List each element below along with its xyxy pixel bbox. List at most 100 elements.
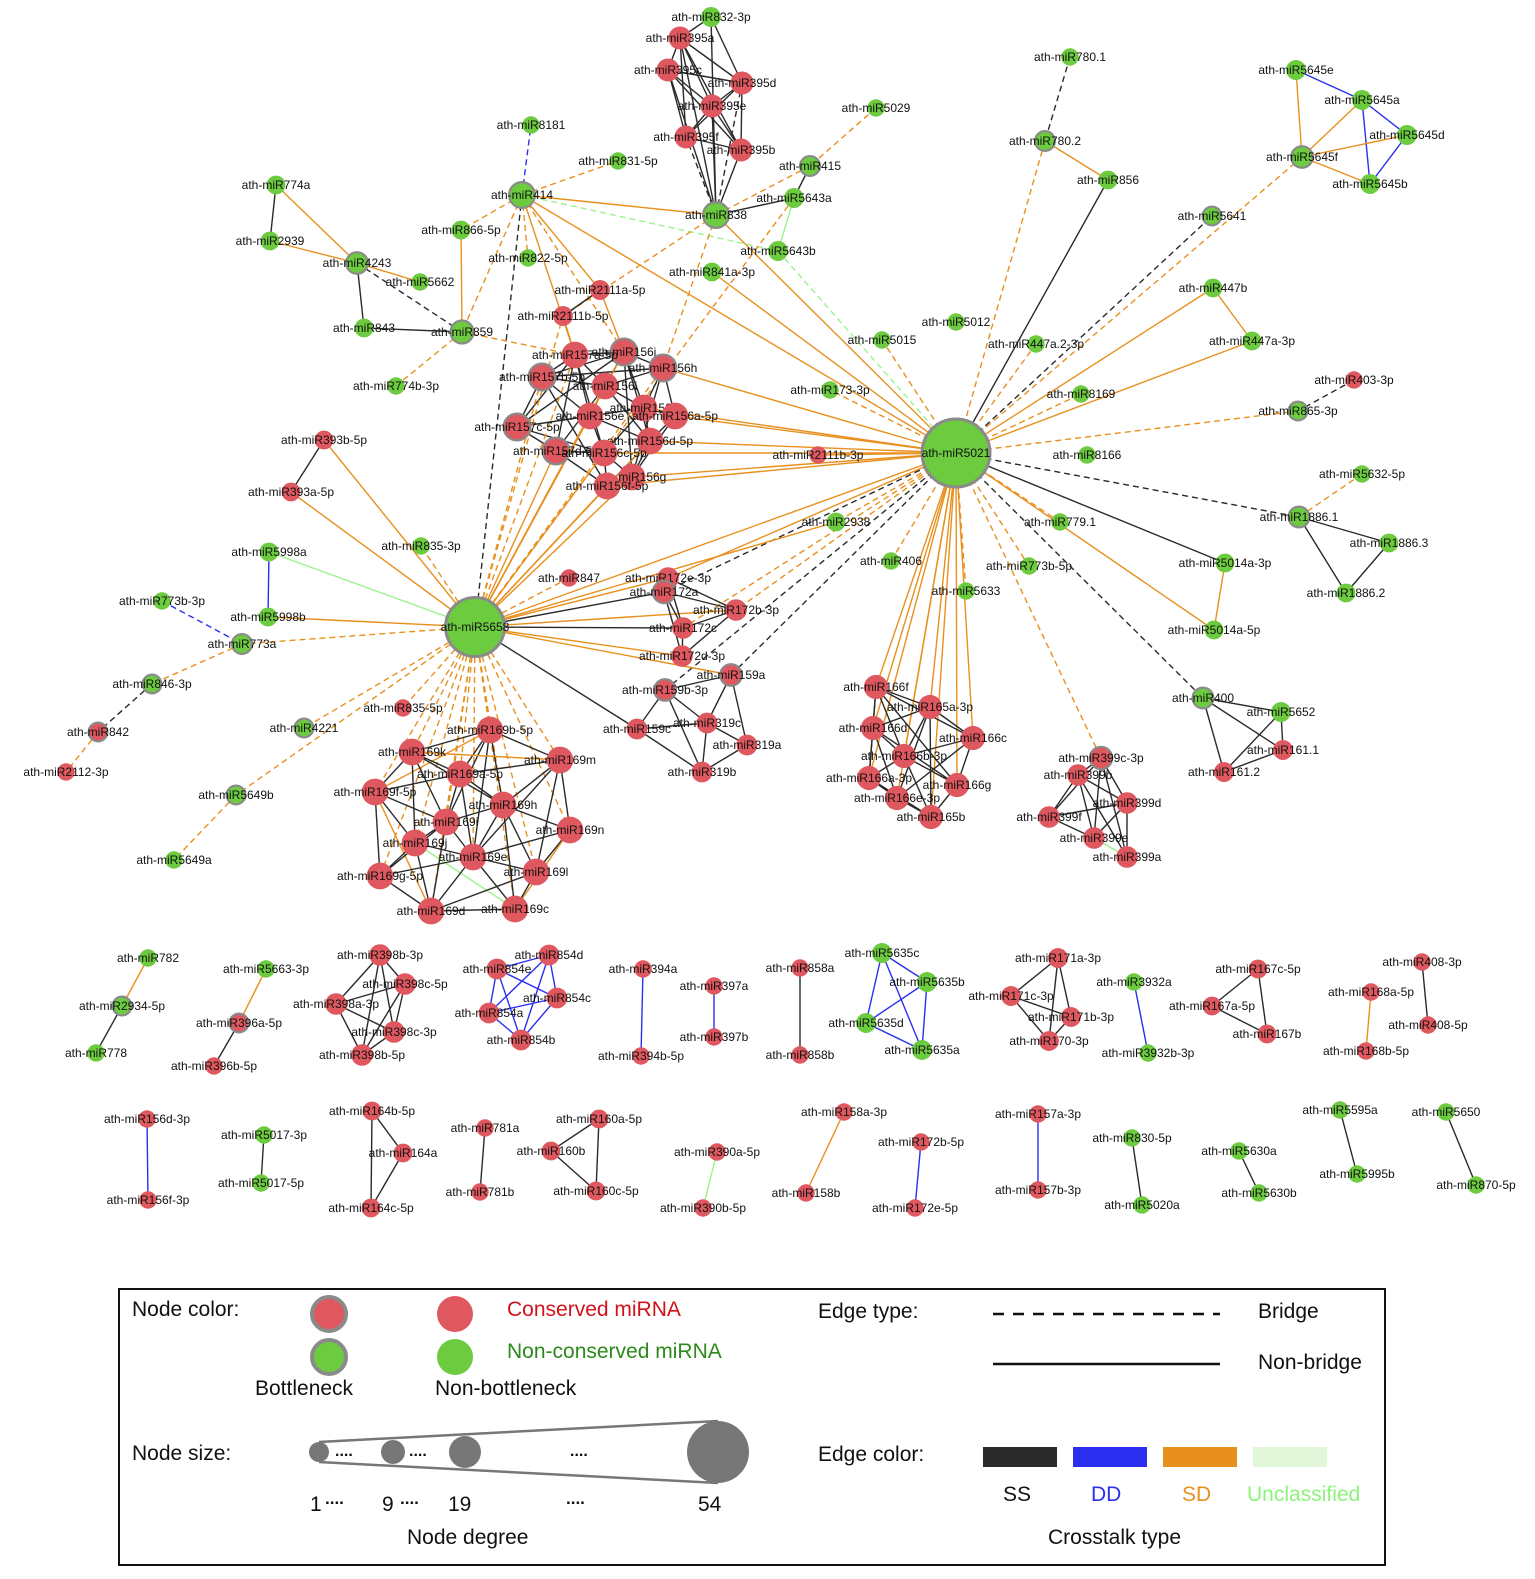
network-node: ath-miR5029 — [842, 99, 911, 117]
node-circle — [702, 262, 722, 282]
node-circle — [1348, 1165, 1366, 1183]
network-node: ath-miR157c-5p — [474, 412, 560, 442]
network-node: ath-miR395f — [653, 125, 719, 149]
node-circle — [393, 1143, 413, 1163]
node-label: ath-miR1886.2 — [1307, 586, 1386, 600]
network-node: ath-miR172e-5p — [872, 1199, 958, 1217]
network-node: ath-miR169d — [397, 897, 465, 925]
node-label: ath-miR774a — [242, 178, 311, 192]
network-edge — [667, 69, 687, 138]
network-edge — [606, 452, 957, 487]
network-node: ath-miR169m — [524, 746, 596, 774]
network-node: ath-miR4221 — [270, 717, 339, 739]
node-circle — [111, 995, 133, 1017]
node-circle — [589, 1109, 609, 1129]
node-circle — [259, 542, 279, 562]
network-node: ath-miR3932a — [1096, 973, 1172, 991]
node-label: ath-miR172b-3p — [693, 603, 779, 617]
dd-swatch — [1073, 1447, 1147, 1467]
node-label: ath-miR398b-5p — [319, 1048, 405, 1062]
network-node: ath-miR2934-5p — [79, 995, 165, 1017]
network-node: ath-miR822-5p — [488, 249, 568, 267]
network-node: ath-miR166a-3p — [826, 765, 912, 791]
network-node: ath-miR172b-3p — [693, 599, 779, 621]
node-label: ath-miR5641 — [1178, 209, 1247, 223]
network-edge — [474, 591, 665, 628]
node-circle — [1191, 686, 1215, 710]
node-circle — [1352, 90, 1372, 110]
network-edge — [730, 674, 748, 746]
network-edge — [649, 440, 957, 454]
size-scale-lower-line — [318, 1460, 719, 1485]
network-node: ath-miR865-3p — [1258, 400, 1338, 422]
network-node: ath-miR1886.1 — [1260, 505, 1339, 529]
node-label: ath-miR854b — [487, 1033, 556, 1047]
network-node: ath-miR396a-5p — [196, 1012, 282, 1034]
node-label: ath-miR157d-5p — [513, 444, 599, 458]
network-edge — [1297, 379, 1355, 412]
node-label: ath-miR160c-5p — [553, 1184, 639, 1198]
node-circle — [451, 220, 471, 240]
node-circle — [502, 412, 532, 442]
network-node: ath-miR173-3p — [790, 381, 870, 399]
node-label: ath-miR2111a-5p — [555, 283, 646, 297]
network-edge — [631, 452, 957, 478]
network-edge — [1445, 1111, 1477, 1186]
network-node: ath-miR408-5p — [1388, 1016, 1468, 1034]
network-edge — [335, 983, 406, 1005]
node-circle — [489, 791, 517, 819]
node-circle — [1248, 959, 1268, 979]
network-edge — [1421, 961, 1429, 1026]
network-edge — [520, 954, 550, 1041]
node-label: ath-miR5017-5p — [218, 1176, 304, 1190]
network-node: ath-miR169j — [383, 829, 447, 857]
network-node: ath-miR403-3p — [1314, 371, 1394, 389]
node-circle — [546, 987, 568, 1009]
network-edge — [1133, 981, 1149, 1054]
network-edge — [269, 240, 358, 264]
node-label: ath-miR172d-3p — [639, 649, 725, 663]
node-label: ath-miR172e-3p — [625, 571, 711, 585]
network-edge — [474, 577, 669, 628]
network-node: ath-miR157a-5p — [532, 341, 618, 369]
node-label: ath-miR5029 — [842, 101, 911, 115]
non-conserved-label: Non-conserved miRNA — [507, 1340, 722, 1363]
node-label: ath-miR156d-3p — [104, 1112, 190, 1126]
node-circle — [1419, 1016, 1437, 1034]
network-node: ath-miR157b-3p — [995, 1181, 1081, 1199]
network-node: ath-miR399a — [1093, 846, 1162, 868]
network-edge — [955, 215, 1213, 454]
size-tick-19: 19 — [448, 1493, 472, 1516]
network-edge — [1010, 957, 1059, 997]
node-label: ath-miR399b — [1044, 768, 1113, 782]
network-edge — [1295, 69, 1363, 101]
node-circle — [1204, 620, 1224, 640]
network-edge — [474, 367, 664, 628]
network-node: ath-miR5633 — [932, 582, 1001, 600]
node-label: ath-miR841a-3p — [669, 265, 755, 279]
node-label: ath-miR5649b — [198, 788, 274, 802]
network-edge — [1339, 1109, 1358, 1175]
network-edge — [488, 997, 558, 1014]
node-circle — [230, 632, 254, 656]
network-node: ath-miR447a-3p — [1209, 331, 1295, 351]
network-node: ath-miR835-3p — [381, 537, 461, 555]
network-edge — [474, 476, 633, 628]
node-circle — [314, 430, 334, 450]
node-label: ath-miR395d — [708, 76, 777, 90]
network-node: ath-miR169a-5p — [417, 760, 503, 788]
network-edge — [896, 452, 957, 799]
node-label: ath-miR408-3p — [1382, 955, 1462, 969]
node-circle — [366, 862, 394, 890]
network-edge — [379, 626, 476, 877]
network-node: ath-miR165a-3p — [887, 694, 973, 720]
network-edge — [1298, 516, 1390, 544]
network-node: ath-miR395d — [708, 71, 777, 95]
network-edge — [474, 354, 576, 628]
network-node: ath-miR5645f — [1266, 145, 1339, 169]
node-label: ath-miR773b-3p — [119, 594, 205, 608]
nonconserved-swatch — [437, 1339, 473, 1375]
network-node: ath-miR164a — [369, 1143, 438, 1163]
node-label: ath-miR398a-3p — [293, 997, 379, 1011]
network-node: ath-miR156f-5p — [566, 472, 649, 500]
